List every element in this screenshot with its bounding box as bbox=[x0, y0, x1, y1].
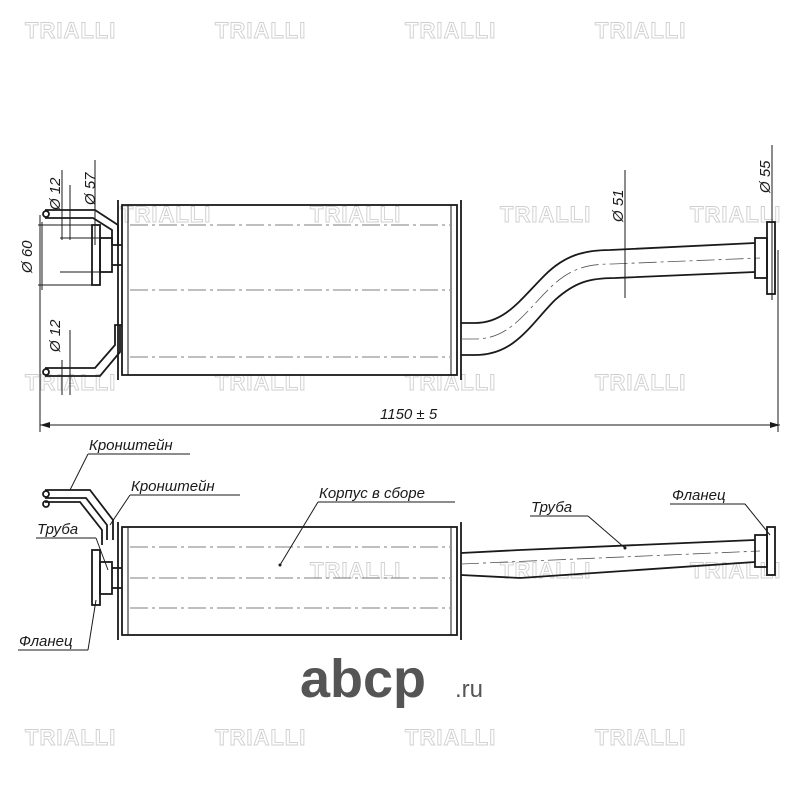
top-view: Ø 12 Ø 57 Ø 60 Ø 12 Ø 51 Ø 55 1150 ± 5 bbox=[19, 145, 780, 432]
outlet-pipe-top bbox=[461, 242, 756, 324]
dim-length: 1150 ± 5 bbox=[380, 406, 438, 423]
right-flange-side bbox=[766, 526, 776, 576]
watermark-text: TRIALLI bbox=[215, 725, 306, 750]
dim-d12-bottom: Ø 12 bbox=[47, 319, 64, 353]
side-bracket-2 bbox=[45, 501, 103, 545]
watermark-text: TRIALLI bbox=[500, 202, 591, 227]
left-pipe-side bbox=[99, 561, 113, 595]
label-pipe-left: Труба bbox=[37, 521, 78, 538]
left-flange-side bbox=[91, 549, 101, 606]
watermark-text: TRIALLI bbox=[405, 725, 496, 750]
side-bracket-1 bbox=[45, 489, 114, 540]
watermark-text: TRIALLI bbox=[405, 18, 496, 43]
muffler-body-side bbox=[121, 526, 458, 636]
watermark-text: TRIALLI bbox=[595, 18, 686, 43]
bottom-bracket bbox=[45, 324, 122, 369]
watermark-text: TRIALLI bbox=[215, 370, 306, 395]
watermark-text: TRIALLI bbox=[690, 202, 781, 227]
watermark-text: TRIALLI bbox=[25, 18, 116, 43]
dim-d12-top: Ø 12 bbox=[47, 177, 64, 211]
brand-name: abcp bbox=[300, 649, 426, 709]
dim-d57: Ø 57 bbox=[82, 172, 99, 206]
muffler-body-top bbox=[121, 204, 458, 376]
right-flange-top bbox=[766, 221, 776, 295]
watermark-text: TRIALLI bbox=[310, 558, 401, 583]
label-bracket-1: Кронштейн bbox=[89, 437, 173, 454]
label-pipe-right: Труба bbox=[531, 499, 572, 516]
dim-d60: Ø 60 bbox=[19, 240, 36, 274]
left-flange-top bbox=[91, 224, 101, 286]
watermark-text: TRIALLI bbox=[215, 18, 306, 43]
watermark-layer: TRIALLI TRIALLI TRIALLI TRIALLI TRIALLI TRIAL… bbox=[25, 18, 781, 751]
outlet-pipe-side bbox=[460, 539, 756, 554]
left-pipe-stub bbox=[99, 237, 113, 273]
label-flange-right: Фланец bbox=[672, 487, 726, 504]
label-flange-left: Фланец bbox=[19, 633, 73, 650]
watermark-text: TRIALLI bbox=[595, 725, 686, 750]
side-view: Кронштейн Кронштейн Труба Фланец Корпус … bbox=[18, 437, 776, 651]
dim-d55: Ø 55 bbox=[757, 160, 774, 194]
brand-logo: abcp .ru bbox=[300, 649, 483, 709]
label-bracket-2: Кронштейн bbox=[131, 478, 215, 495]
watermark-text: TRIALLI bbox=[25, 725, 116, 750]
watermark-text: TRIALLI bbox=[595, 370, 686, 395]
watermark-text: TRIALLI bbox=[690, 558, 781, 583]
dim-d51: Ø 51 bbox=[610, 189, 627, 223]
label-body: Корпус в сборе bbox=[319, 485, 425, 502]
watermark-text: TRIALLI bbox=[405, 370, 496, 395]
brand-domain: .ru bbox=[455, 676, 483, 703]
